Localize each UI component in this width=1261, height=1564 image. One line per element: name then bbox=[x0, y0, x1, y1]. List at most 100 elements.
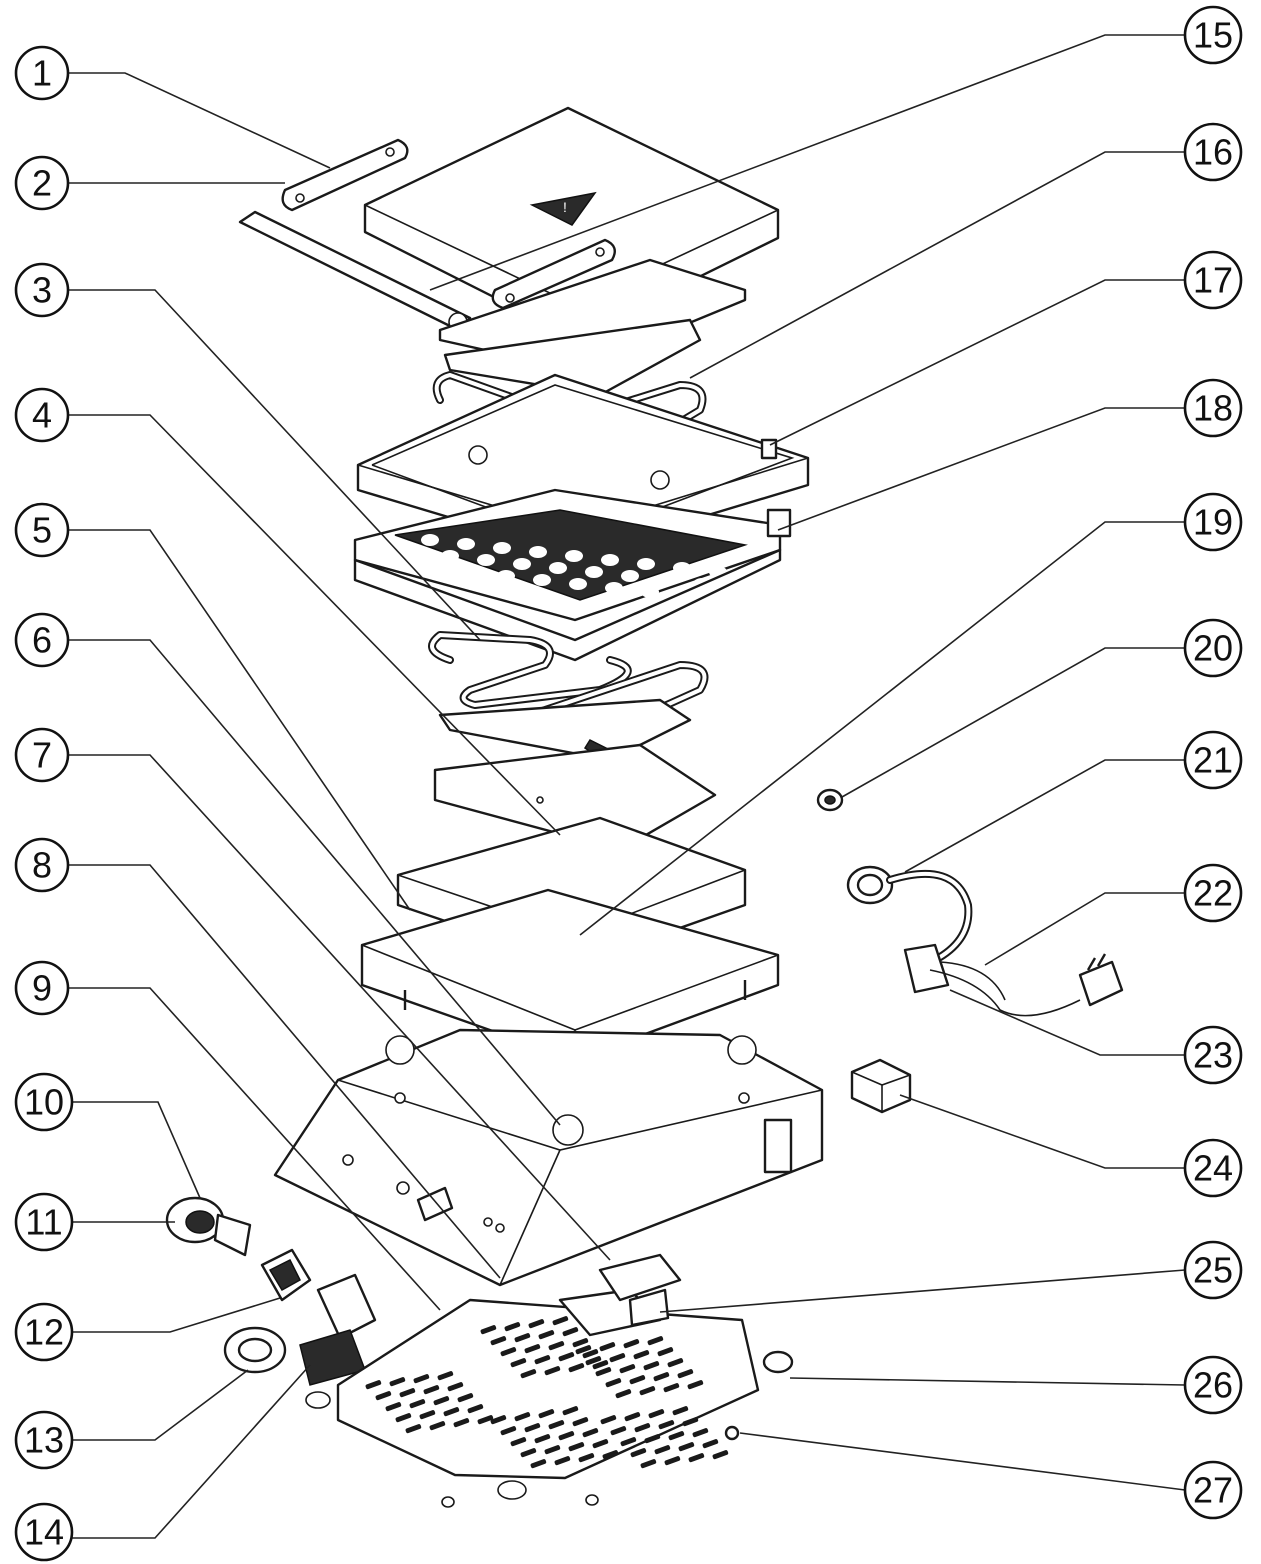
callout-5: 5 bbox=[14, 502, 70, 558]
vent-slot bbox=[548, 1420, 565, 1430]
vent-slot bbox=[643, 1361, 660, 1371]
vent-slot bbox=[692, 1428, 709, 1438]
grid-hole bbox=[569, 578, 587, 590]
callout-label: 16 bbox=[1193, 132, 1233, 173]
vent-slot bbox=[520, 1369, 537, 1379]
callout-14: 14 bbox=[14, 1502, 74, 1562]
grid-hole bbox=[493, 542, 511, 554]
vent-slot bbox=[624, 1412, 641, 1422]
leader-13 bbox=[72, 1369, 249, 1441]
callout-label: 13 bbox=[24, 1420, 64, 1461]
vent-slot bbox=[514, 1412, 531, 1422]
vent-slot bbox=[677, 1369, 694, 1379]
leader-20 bbox=[841, 647, 1185, 798]
vent-slot bbox=[623, 1339, 640, 1349]
callout-6: 6 bbox=[14, 612, 70, 668]
vent-slot bbox=[443, 1407, 460, 1417]
grid-hole bbox=[513, 558, 531, 570]
vent-slot bbox=[615, 1389, 632, 1399]
vent-slot bbox=[610, 1426, 627, 1436]
leader-10 bbox=[72, 1101, 201, 1199]
callout-label: 12 bbox=[24, 1312, 64, 1353]
vent-slot bbox=[702, 1439, 719, 1449]
callout-4: 4 bbox=[14, 387, 70, 443]
callout-20: 20 bbox=[1183, 618, 1243, 678]
callout-25: 25 bbox=[1183, 1240, 1243, 1300]
grid-hole bbox=[673, 562, 691, 574]
vent-slot bbox=[657, 1347, 674, 1357]
callout-19: 19 bbox=[1183, 492, 1243, 552]
vent-slot bbox=[653, 1372, 670, 1382]
callout-17: 17 bbox=[1183, 250, 1243, 310]
vent-slot bbox=[554, 1456, 571, 1466]
leader-8 bbox=[68, 864, 501, 1279]
base-plate bbox=[305, 1288, 760, 1508]
vent-slot bbox=[630, 1448, 647, 1458]
vent-slot bbox=[490, 1336, 507, 1346]
vent-slot bbox=[654, 1445, 671, 1455]
leader-26 bbox=[789, 1377, 1186, 1386]
leader-18 bbox=[777, 407, 1185, 531]
vent-slot bbox=[644, 1434, 661, 1444]
lower-heating-element bbox=[428, 631, 709, 739]
leader-7 bbox=[68, 754, 611, 1261]
grid-hole bbox=[441, 550, 459, 562]
grid-hole bbox=[529, 546, 547, 558]
vent-slot bbox=[687, 1380, 704, 1390]
callout-label: 10 bbox=[24, 1082, 64, 1123]
vent-slot bbox=[457, 1393, 474, 1403]
grid-hole bbox=[533, 574, 551, 586]
callout-15: 15 bbox=[1183, 5, 1243, 65]
upper-plate-layers bbox=[438, 258, 747, 397]
vent-slot bbox=[592, 1439, 609, 1449]
vent-slot bbox=[609, 1353, 626, 1363]
callout-label: 4 bbox=[32, 395, 52, 436]
vent-slot bbox=[395, 1413, 412, 1423]
indicator-ring bbox=[223, 1326, 287, 1374]
vent-slot bbox=[524, 1344, 541, 1354]
callout-label: 2 bbox=[32, 163, 52, 204]
vent-slot bbox=[558, 1431, 575, 1441]
callout-24: 24 bbox=[1183, 1138, 1243, 1198]
vent-slot bbox=[672, 1406, 689, 1416]
callout-label: 1 bbox=[32, 53, 52, 94]
callout-label: 5 bbox=[32, 510, 52, 551]
relay-module bbox=[850, 1058, 912, 1114]
vent-slot bbox=[605, 1378, 622, 1388]
leader-23 bbox=[949, 989, 1185, 1056]
vent-slot bbox=[534, 1434, 551, 1444]
callout-label: 3 bbox=[32, 270, 52, 311]
vent-slot bbox=[647, 1336, 664, 1346]
callout-label: 23 bbox=[1193, 1035, 1233, 1076]
vent-slot bbox=[678, 1442, 695, 1452]
callout-1: 1 bbox=[14, 45, 70, 101]
leader-24 bbox=[899, 1094, 1185, 1169]
leader-21 bbox=[904, 759, 1185, 873]
callout-26: 26 bbox=[1183, 1355, 1243, 1415]
vent-slot bbox=[688, 1453, 705, 1463]
vent-slot bbox=[633, 1350, 650, 1360]
vent-slot bbox=[528, 1319, 545, 1329]
vent-slot bbox=[658, 1420, 675, 1430]
callout-3: 3 bbox=[14, 262, 70, 318]
vent-slot bbox=[399, 1388, 416, 1398]
screw bbox=[724, 1425, 740, 1441]
callout-23: 23 bbox=[1183, 1025, 1243, 1085]
vent-slot bbox=[548, 1341, 565, 1351]
power-cord bbox=[846, 865, 1124, 1017]
callout-label: 24 bbox=[1193, 1148, 1233, 1189]
vent-slot bbox=[582, 1428, 599, 1438]
leader-3 bbox=[68, 289, 481, 641]
vent-slot bbox=[572, 1417, 589, 1427]
callout-18: 18 bbox=[1183, 378, 1243, 438]
grid-hole bbox=[461, 566, 479, 578]
vent-slot bbox=[572, 1338, 589, 1348]
callout-label: 25 bbox=[1193, 1250, 1233, 1291]
vent-slot bbox=[500, 1426, 517, 1436]
vent-slot bbox=[600, 1415, 617, 1425]
callout-label: 15 bbox=[1193, 15, 1233, 56]
callout-27: 27 bbox=[1183, 1460, 1243, 1520]
callout-label: 11 bbox=[25, 1202, 62, 1243]
vent-slot bbox=[620, 1437, 637, 1447]
